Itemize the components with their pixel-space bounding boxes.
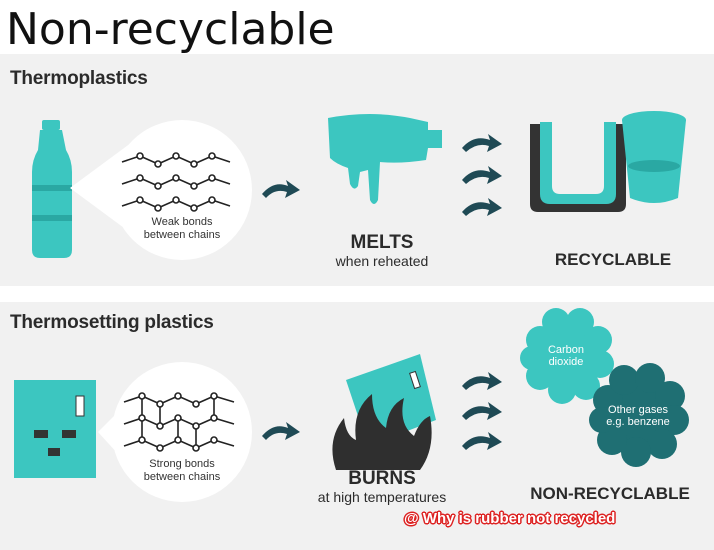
section-heading-thermosetting: Thermosetting plastics: [10, 312, 214, 333]
section-heading-thermoplastics: Thermoplastics: [10, 68, 148, 89]
when-reheated-label: when reheated: [335, 253, 429, 269]
arrow-icon: [262, 422, 300, 440]
non-recyclable-label: NON-RECYCLABLE: [530, 484, 690, 503]
other-gases-label: Other gases e.g. benzene: [606, 404, 670, 428]
weak-bonds-magnifier: [70, 120, 252, 260]
high-temperatures-label: at high temperatures: [317, 489, 447, 505]
recyclable-label: RECYCLABLE: [554, 250, 672, 269]
electrical-socket-icon: [14, 380, 96, 478]
triple-arrow-icon: [462, 134, 502, 216]
plastic-cup-icon: [622, 111, 686, 203]
page-title: Non-recyclable: [6, 4, 335, 55]
weak-chain-molecules: [121, 152, 231, 212]
strong-bonds-label: Strong bonds between chains: [143, 458, 221, 483]
other-gases-cloud-icon: [589, 363, 689, 467]
carbon-dioxide-label: Carbon dioxide: [547, 344, 585, 368]
melting-bottle-icon: [328, 114, 442, 204]
watermark-caption: @ Why is rubber not recycled: [404, 510, 616, 527]
weak-bonds-label: Weak bonds between chains: [143, 216, 221, 241]
carbon-dioxide-cloud-icon: [520, 308, 614, 404]
mold-shape-icon: [530, 122, 626, 212]
strong-chain-molecules: [123, 392, 235, 452]
burns-label: BURNS: [348, 468, 416, 489]
burning-socket-icon: [332, 354, 436, 470]
arrow-icon: [262, 180, 300, 198]
plastic-bottle-icon: [32, 120, 72, 258]
triple-arrow-icon: [462, 372, 502, 450]
melts-label: MELTS: [350, 232, 414, 253]
